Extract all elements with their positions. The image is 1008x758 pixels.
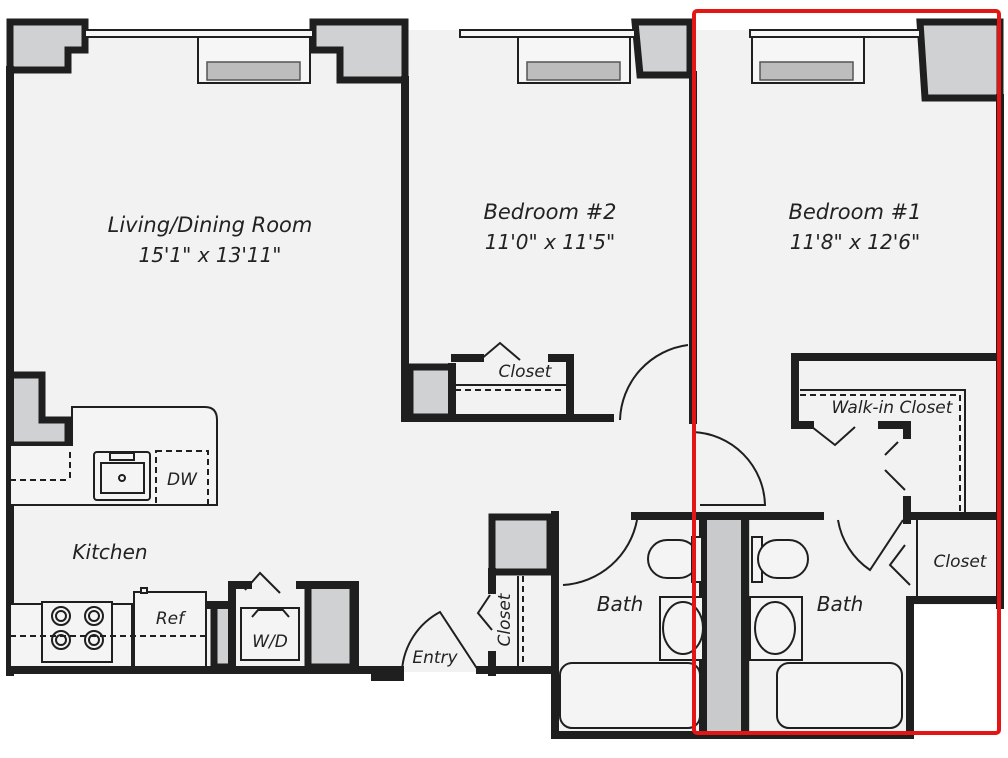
- appliance-dishwasher: DW: [167, 470, 197, 490]
- room-label-kitchen: Kitchen: [72, 540, 148, 564]
- doors: [244, 341, 911, 671]
- room-label-walkin-closet: Walk-in Closet: [831, 398, 953, 418]
- room-label-bath-right: Bath: [816, 592, 864, 616]
- room-label-closet-bed2: Closet: [498, 362, 552, 382]
- exterior-area: [0, 672, 555, 758]
- room-label-bedroom2: Bedroom #2: [483, 200, 617, 224]
- appliance-washer-dryer: W/D: [252, 632, 288, 652]
- kitchen-lower-counter: [9, 587, 300, 668]
- bath-fixtures: [559, 536, 903, 729]
- exterior-area: [912, 605, 1004, 735]
- room-label-living: Living/Dining Room: [107, 213, 313, 237]
- ac-grilles: [206, 61, 854, 81]
- closet-shelves: [455, 384, 966, 668]
- room-label-closet-bed1: Closet: [933, 552, 987, 572]
- room-dim-bedroom2: 11'0" x 11'5": [484, 230, 616, 254]
- room-label-closet-entry: Closet: [495, 593, 515, 647]
- room-label-entry: Entry: [412, 648, 458, 668]
- highlight-bedroom1-suite: [692, 9, 1001, 735]
- room-dim-living: 15'1" x 13'11": [138, 243, 282, 267]
- appliance-refrigerator: Ref: [155, 609, 185, 629]
- dishwasher: [155, 450, 209, 506]
- room-label-bedroom1: Bedroom #1: [788, 200, 922, 224]
- room-dim-bedroom1: 11'8" x 12'6": [789, 230, 921, 254]
- room-label-bath-left: Bath: [596, 592, 644, 616]
